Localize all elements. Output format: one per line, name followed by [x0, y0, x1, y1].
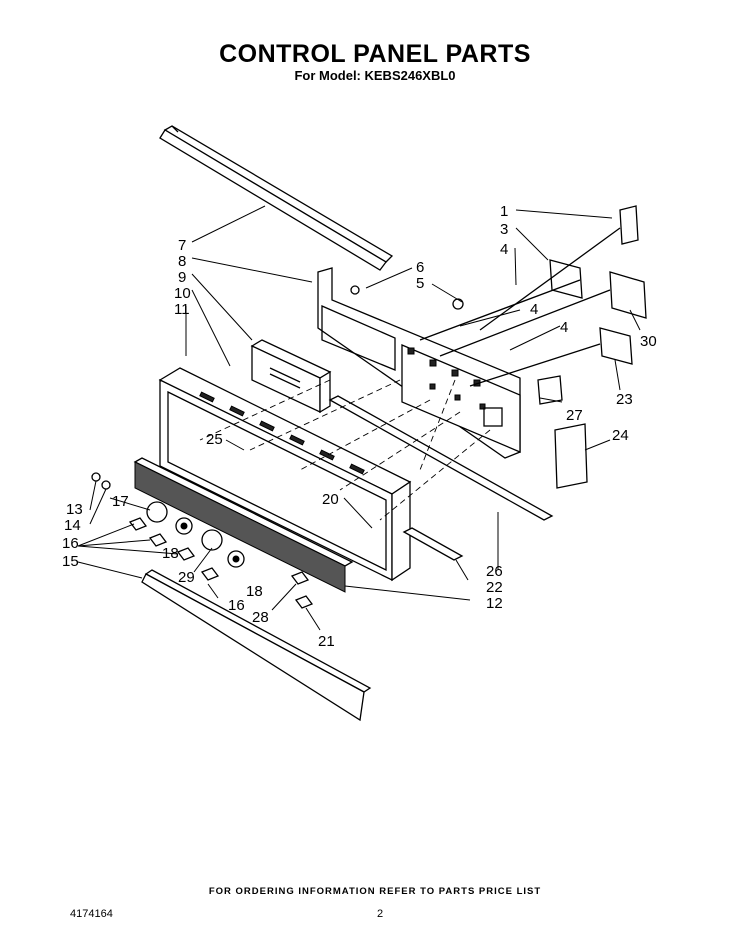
callout-7: 7 [178, 237, 186, 254]
callout-28: 28 [252, 609, 269, 626]
leader-lines [77, 205, 641, 631]
callout-10: 10 [174, 285, 191, 302]
callout-18b: 18 [246, 583, 263, 600]
callout-22: 22 [486, 579, 503, 596]
callout-21: 21 [318, 633, 335, 650]
model-subtitle: For Model: KEBS246XBL0 [294, 68, 456, 83]
control-panel-housing [158, 367, 412, 582]
callout-16a: 16 [62, 535, 79, 552]
callout-3: 3 [500, 221, 508, 238]
callout-29: 29 [178, 569, 195, 586]
callout-5: 5 [416, 275, 424, 292]
callout-15: 15 [62, 553, 79, 570]
top-trim-strip [159, 125, 394, 271]
support-rails [328, 395, 554, 561]
clock-display-module [250, 339, 332, 414]
callout-11: 11 [174, 301, 190, 318]
callout-20: 20 [322, 491, 339, 508]
page-number: 2 [377, 908, 384, 920]
page-title: CONTROL PANEL PARTS [219, 40, 531, 68]
callout-1: 1 [500, 203, 508, 220]
callout-27: 27 [566, 407, 583, 424]
callout-23: 23 [616, 391, 633, 408]
assembly-guides [199, 379, 491, 521]
lower-bezel-strip [133, 457, 354, 593]
callout-6: 6 [416, 259, 424, 276]
callout-17: 17 [112, 493, 129, 510]
control-panel-backplate [317, 267, 521, 459]
callout-25: 25 [206, 431, 223, 448]
bottom-trim-strip [141, 569, 372, 722]
document-number: 4174164 [70, 908, 113, 920]
callout-26: 26 [486, 563, 503, 580]
callout-8: 8 [178, 253, 186, 270]
callout-4c: 4 [560, 319, 568, 336]
ordering-note: FOR ORDERING INFORMATION REFER TO PARTS … [208, 886, 542, 897]
callout-numbers: 1 3 4 5 6 4 4 7 8 9 10 11 30 23 27 24 25… [62, 203, 657, 650]
callout-12: 12 [486, 595, 503, 612]
callout-13: 13 [66, 501, 83, 518]
callout-14: 14 [64, 517, 81, 534]
terminal-block [537, 375, 588, 489]
callout-16b: 16 [228, 597, 245, 614]
callout-4a: 4 [500, 241, 508, 258]
knobs-and-dials [91, 285, 464, 609]
callout-18a: 18 [162, 545, 179, 562]
callout-9: 9 [178, 269, 186, 286]
callout-24: 24 [612, 427, 629, 444]
callout-30: 30 [640, 333, 657, 350]
switches [419, 205, 647, 387]
callout-4b: 4 [530, 301, 538, 318]
